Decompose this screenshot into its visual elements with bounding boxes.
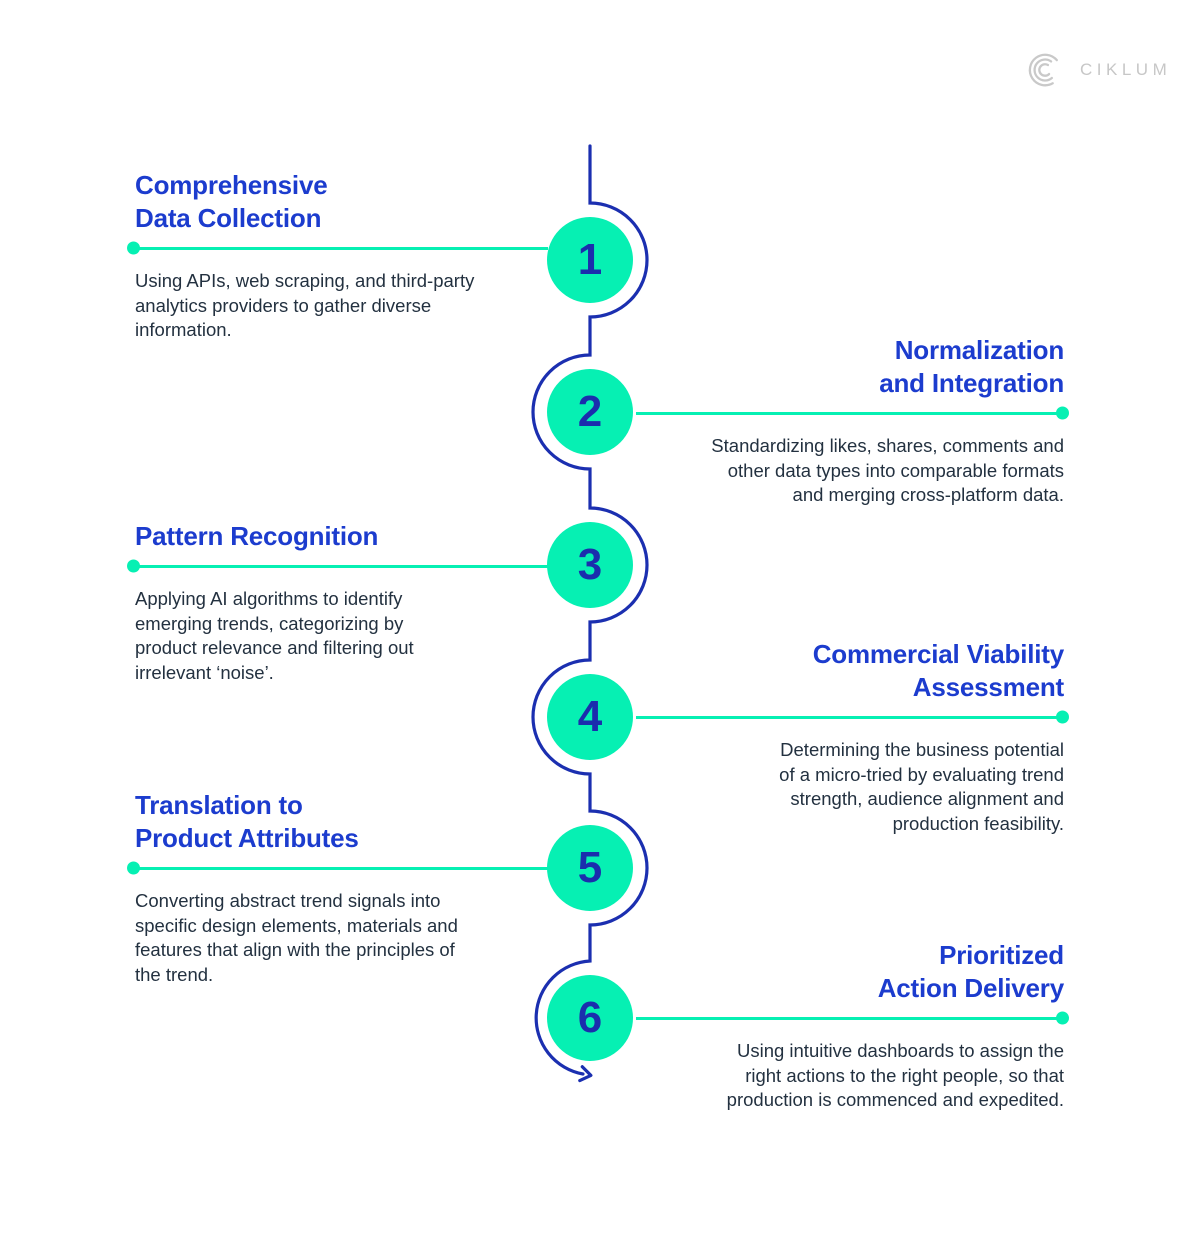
connector-dot [127, 559, 140, 573]
step-number: 4 [577, 692, 603, 741]
connector-dot [1056, 1011, 1069, 1025]
step-description: Converting abstract trend signals into s… [135, 890, 458, 985]
step-connector-line [127, 559, 548, 573]
step-number: 5 [577, 843, 603, 892]
step-number: 1 [577, 235, 603, 284]
step-title: Normalization and Integration [879, 335, 1064, 398]
step-description: Standardizing likes, shares, comments an… [711, 435, 1064, 505]
ciklum-c-icon [1026, 48, 1068, 92]
step-description: Applying AI algorithms to identify emerg… [135, 588, 414, 683]
connector-dot [127, 861, 140, 875]
step-title: Prioritized Action Delivery [877, 940, 1064, 1003]
step-number: 2 [577, 387, 603, 436]
connector-dot [1056, 710, 1069, 724]
step-title: Comprehensive Data Collection [135, 170, 328, 233]
ciklum-logo: CIKLUM [1026, 48, 1171, 92]
step-connector-line [127, 861, 548, 875]
step-number: 6 [577, 993, 603, 1042]
step-circle-1: 1 [547, 217, 633, 303]
step-title: Translation to Product Attributes [135, 790, 359, 853]
brand-name: CIKLUM [1080, 60, 1172, 79]
step-description: Determining the business potential of a … [779, 739, 1064, 834]
step-circle-3: 3 [547, 522, 633, 608]
step-connector-line [636, 1011, 1069, 1025]
step-title: Pattern Recognition [135, 521, 379, 551]
step-circle-4: 4 [547, 674, 633, 760]
step-connector-line [127, 241, 548, 255]
step-description: Using intuitive dashboards to assign the… [726, 1040, 1064, 1110]
step-connector-line [636, 710, 1069, 724]
step-description: Using APIs, web scraping, and third-part… [135, 270, 475, 340]
step-circle-2: 2 [547, 369, 633, 455]
connector-dot [1056, 406, 1069, 420]
step-title: Commercial Viability Assessment [812, 639, 1064, 702]
step-number: 3 [577, 540, 603, 589]
connector-dot [127, 241, 140, 255]
step-circle-5: 5 [547, 825, 633, 911]
step-connector-line [636, 406, 1069, 420]
step-circle-6: 6 [547, 975, 633, 1061]
